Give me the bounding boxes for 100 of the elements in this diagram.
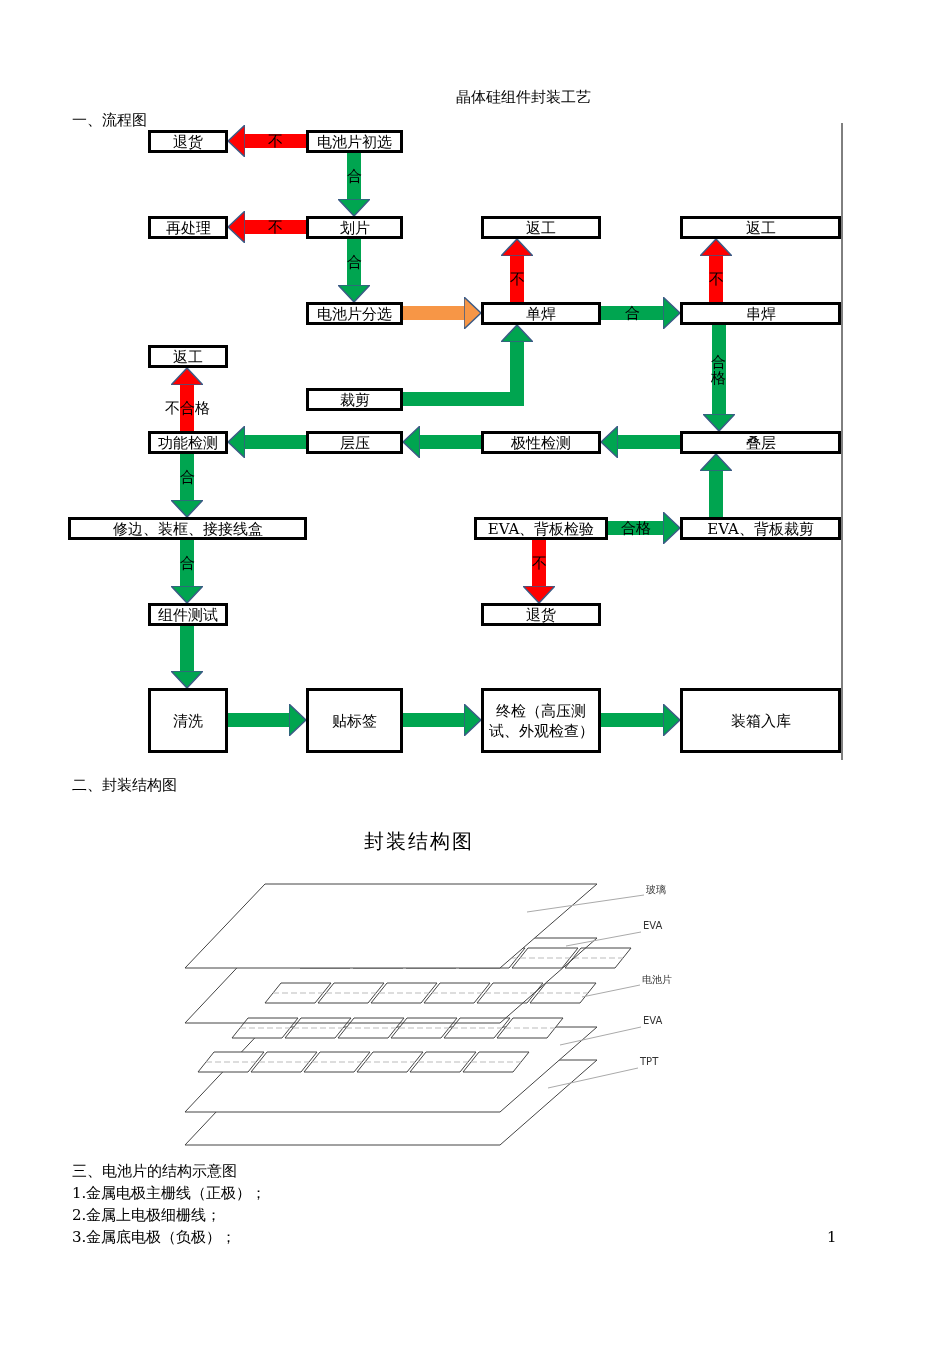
process-box [148,130,228,153]
process-box [148,345,228,368]
arrow [170,540,204,604]
leader-line [526,894,645,913]
arrow [500,238,534,302]
process-box [680,517,841,540]
process-box [474,517,608,540]
arrow [170,626,204,689]
process-label: 层压 [339,432,370,453]
arrow [699,453,733,517]
process-box [306,216,403,239]
edge-label: 合 [346,254,362,270]
arrow [337,153,371,217]
list-item: 3.金属底电极（负极）； [72,1228,237,1247]
arrow [403,324,534,406]
part-label: TPT [640,1056,659,1067]
arrow [601,296,681,330]
page-title: 晶体硅组件封装工艺 [456,88,591,107]
edge-label: 合 [179,469,195,485]
part-label: EVA [643,1015,663,1026]
arrow [403,703,482,737]
process-label: 叠层 [745,432,776,453]
arrow [228,703,307,737]
leader-line [565,931,642,947]
arrow [403,296,482,330]
process-label: 终检（高压测试、外观检查） [487,700,595,741]
section-heading: 二、封装结构图 [72,776,177,795]
process-box [481,688,601,753]
process-box [680,431,841,454]
process-label: 装箱入库 [730,710,791,731]
arrow [601,703,681,737]
process-label: 贴标签 [332,710,377,731]
arrow [337,239,371,303]
arrow [170,454,204,518]
arrow [170,367,204,431]
process-label: 电池片分选 [317,303,392,324]
edge-label: 不 [531,555,547,571]
process-box [481,302,601,325]
process-label: 清洗 [173,710,203,731]
process-box [306,388,403,411]
process-label: 退货 [173,131,203,152]
arrow [227,124,306,158]
process-label: EVA、背板裁剪 [707,518,814,539]
drawing-title: 封装结构图 [364,828,474,855]
arrow [522,540,556,604]
process-box [148,603,228,626]
list-item: 1.金属电极主栅线（正极）； [72,1184,267,1203]
part-label: 电池片 [642,973,672,987]
process-label: 裁剪 [339,389,370,410]
edge-label: 合 [624,305,640,321]
arrow [699,238,733,302]
page-number: 1 [827,1228,837,1246]
process-label: 返工 [173,346,203,367]
arrow [402,425,481,459]
part-label: 玻璃 [646,883,666,897]
process-box [680,302,841,325]
process-box [306,688,403,753]
process-box [306,302,403,325]
edge-label: 不合格 [164,400,210,416]
arrow [227,425,306,459]
process-label: 极性检测 [511,432,571,453]
process-box [148,431,228,454]
process-box [306,431,403,454]
section-heading: 三、电池片的结构示意图 [72,1162,237,1181]
list-item: 2.金属上电极细栅线； [72,1206,222,1225]
edge-label: 不 [268,219,283,235]
process-label: 电池片初选 [317,131,392,152]
process-box [68,517,307,540]
process-box [148,688,228,753]
process-label: 功能检测 [158,432,218,453]
leader-line [547,1067,639,1089]
process-box [481,431,601,454]
process-box [680,688,841,753]
section-heading: 一、流程图 [72,111,147,130]
part-label: EVA [643,920,663,931]
leader-line [581,984,641,998]
edge-label: 合格 [620,520,651,536]
arrow [608,511,681,545]
process-label: 组件测试 [158,604,218,625]
process-label: 修边、装框、接接线盒 [112,518,263,539]
edge-label: 合 [346,168,362,184]
process-label: 串焊 [745,303,776,324]
process-box [306,130,403,153]
process-label: 划片 [339,217,370,238]
edge-label: 不 [268,133,283,149]
edge-label: 不 [509,271,525,287]
arrow [702,325,736,432]
process-box [680,216,841,239]
process-label: 再处理 [165,217,211,238]
leader-line [559,1026,642,1046]
process-label: 单焊 [526,303,556,324]
edge-label: 不 [708,271,724,287]
process-label: 返工 [745,217,776,238]
process-box [481,603,601,626]
process-box [481,216,601,239]
process-box [148,216,228,239]
arrow [227,210,306,244]
edge-label: 合 [179,555,195,571]
process-label: EVA、背板检验 [487,518,595,539]
process-label: 退货 [526,604,556,625]
